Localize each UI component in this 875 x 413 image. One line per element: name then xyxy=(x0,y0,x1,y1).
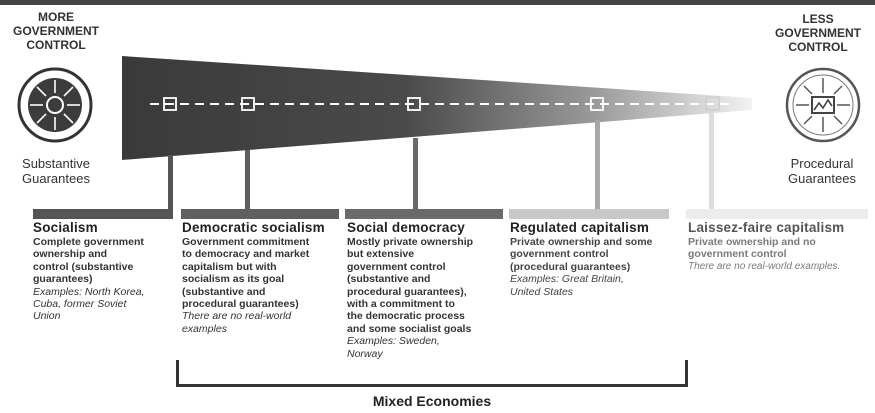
system-desc-line: Private ownership and no xyxy=(688,236,816,248)
left-guarantee-line1: Substantive xyxy=(22,156,90,171)
system-desc-line: control (substantive xyxy=(33,260,134,273)
substantive-guarantees-icon xyxy=(17,67,93,143)
system-example-line: Cuba, former Soviet xyxy=(33,298,127,311)
marker-laissez-faire xyxy=(705,96,720,111)
top-border xyxy=(0,0,875,5)
system-regulated-capitalism: Regulated capitalism Private ownership a… xyxy=(510,220,682,298)
system-desc-line: with a commitment to xyxy=(347,298,455,311)
stem-regulated-capitalism xyxy=(595,120,600,210)
system-desc-line: but extensive xyxy=(347,248,415,261)
bar-socialism xyxy=(33,209,173,219)
stem-laissez-faire xyxy=(709,112,714,210)
left-guarantee-line2: Guarantees xyxy=(22,171,90,186)
system-example-line: Examples: Sweden, xyxy=(347,335,440,348)
right-line1: LESS xyxy=(802,12,834,26)
system-desc-line: socialism as its goal xyxy=(182,273,285,286)
bar-laissez-faire xyxy=(686,209,868,219)
bracket-left-end xyxy=(176,360,179,386)
system-title: Democratic socialism xyxy=(182,220,325,235)
system-desc-line: the democratic process xyxy=(347,310,465,323)
system-desc-line: government control xyxy=(347,260,446,273)
system-desc-line: (substantive and xyxy=(347,273,431,286)
procedural-guarantees-label: Procedural Guarantees xyxy=(768,156,875,186)
mixed-economies-label: Mixed Economies xyxy=(372,393,492,409)
substantive-guarantees-label: Substantive Guarantees xyxy=(0,156,112,186)
system-desc-line: Complete government xyxy=(33,236,144,248)
system-example-line: Norway xyxy=(347,347,383,360)
system-title: Laissez-faire capitalism xyxy=(688,220,845,235)
system-example-line: Examples: North Korea, xyxy=(33,285,145,298)
stem-democratic-socialism xyxy=(245,150,250,210)
system-example-line: Union xyxy=(33,310,61,323)
right-guarantee-line1: Procedural xyxy=(790,156,854,171)
procedural-guarantees-icon xyxy=(785,67,861,143)
system-social-democracy: Social democracy Mostly private ownershi… xyxy=(347,220,507,360)
control-wedge xyxy=(122,56,752,160)
bar-regulated-capitalism xyxy=(509,209,669,219)
system-laissez-faire-capitalism: Laissez-faire capitalism Private ownersh… xyxy=(688,220,874,273)
left-line3: CONTROL xyxy=(26,38,86,52)
right-line3: CONTROL xyxy=(788,40,848,54)
left-line2: GOVERNMENT xyxy=(12,24,99,38)
system-desc-line: (procedural guarantees) xyxy=(510,260,631,273)
system-desc-line: capitalism but with xyxy=(182,260,277,273)
system-desc-line: Government commitment xyxy=(182,236,310,248)
system-desc-line: Mostly private ownership xyxy=(347,236,474,248)
system-example-line: There are no real-world examples. xyxy=(688,260,841,272)
system-desc-line: guarantees) xyxy=(33,273,93,286)
system-desc-line: government control xyxy=(510,248,609,261)
bar-democratic-socialism xyxy=(181,209,339,219)
bracket-right-end xyxy=(685,360,688,386)
right-line2: GOVERNMENT xyxy=(774,26,861,40)
less-government-control-label: LESS GOVERNMENT CONTROL xyxy=(764,12,872,54)
left-line1: MORE xyxy=(38,10,74,24)
right-guarantee-line2: Guarantees xyxy=(788,171,856,186)
system-democratic-socialism: Democratic socialism Government commitme… xyxy=(182,220,344,335)
system-desc-line: and some socialist goals xyxy=(347,322,472,335)
more-government-control-label: MORE GOVERNMENT CONTROL xyxy=(2,10,110,52)
system-title: Social democracy xyxy=(347,220,466,235)
marker-socialism xyxy=(163,97,177,111)
system-desc-line: (substantive and xyxy=(182,285,266,298)
stem-social-democracy xyxy=(413,138,418,210)
system-desc-line: Private ownership and some xyxy=(510,236,653,248)
system-example-line: There are no real-world xyxy=(182,310,292,323)
stem-socialism xyxy=(168,155,173,210)
marker-social-democracy xyxy=(407,97,421,111)
marker-democratic-socialism xyxy=(241,97,255,111)
system-title: Regulated capitalism xyxy=(510,220,650,235)
system-title: Socialism xyxy=(33,220,98,235)
system-example-line: Examples: Great Britain, xyxy=(510,273,624,286)
bracket-bar xyxy=(176,384,688,387)
marker-regulated-capitalism xyxy=(590,97,604,111)
bar-social-democracy xyxy=(345,209,503,219)
system-desc-line: to democracy and market xyxy=(182,248,310,261)
system-desc-line: ownership and xyxy=(33,248,108,261)
system-desc-line: procedural guarantees) xyxy=(182,298,299,311)
system-socialism: Socialism Complete government ownership … xyxy=(33,220,179,323)
system-desc-line: procedural guarantees), xyxy=(347,285,467,298)
system-example-line: United States xyxy=(510,285,574,298)
system-example-line: examples xyxy=(182,322,227,335)
system-desc-line: government control xyxy=(688,248,787,261)
